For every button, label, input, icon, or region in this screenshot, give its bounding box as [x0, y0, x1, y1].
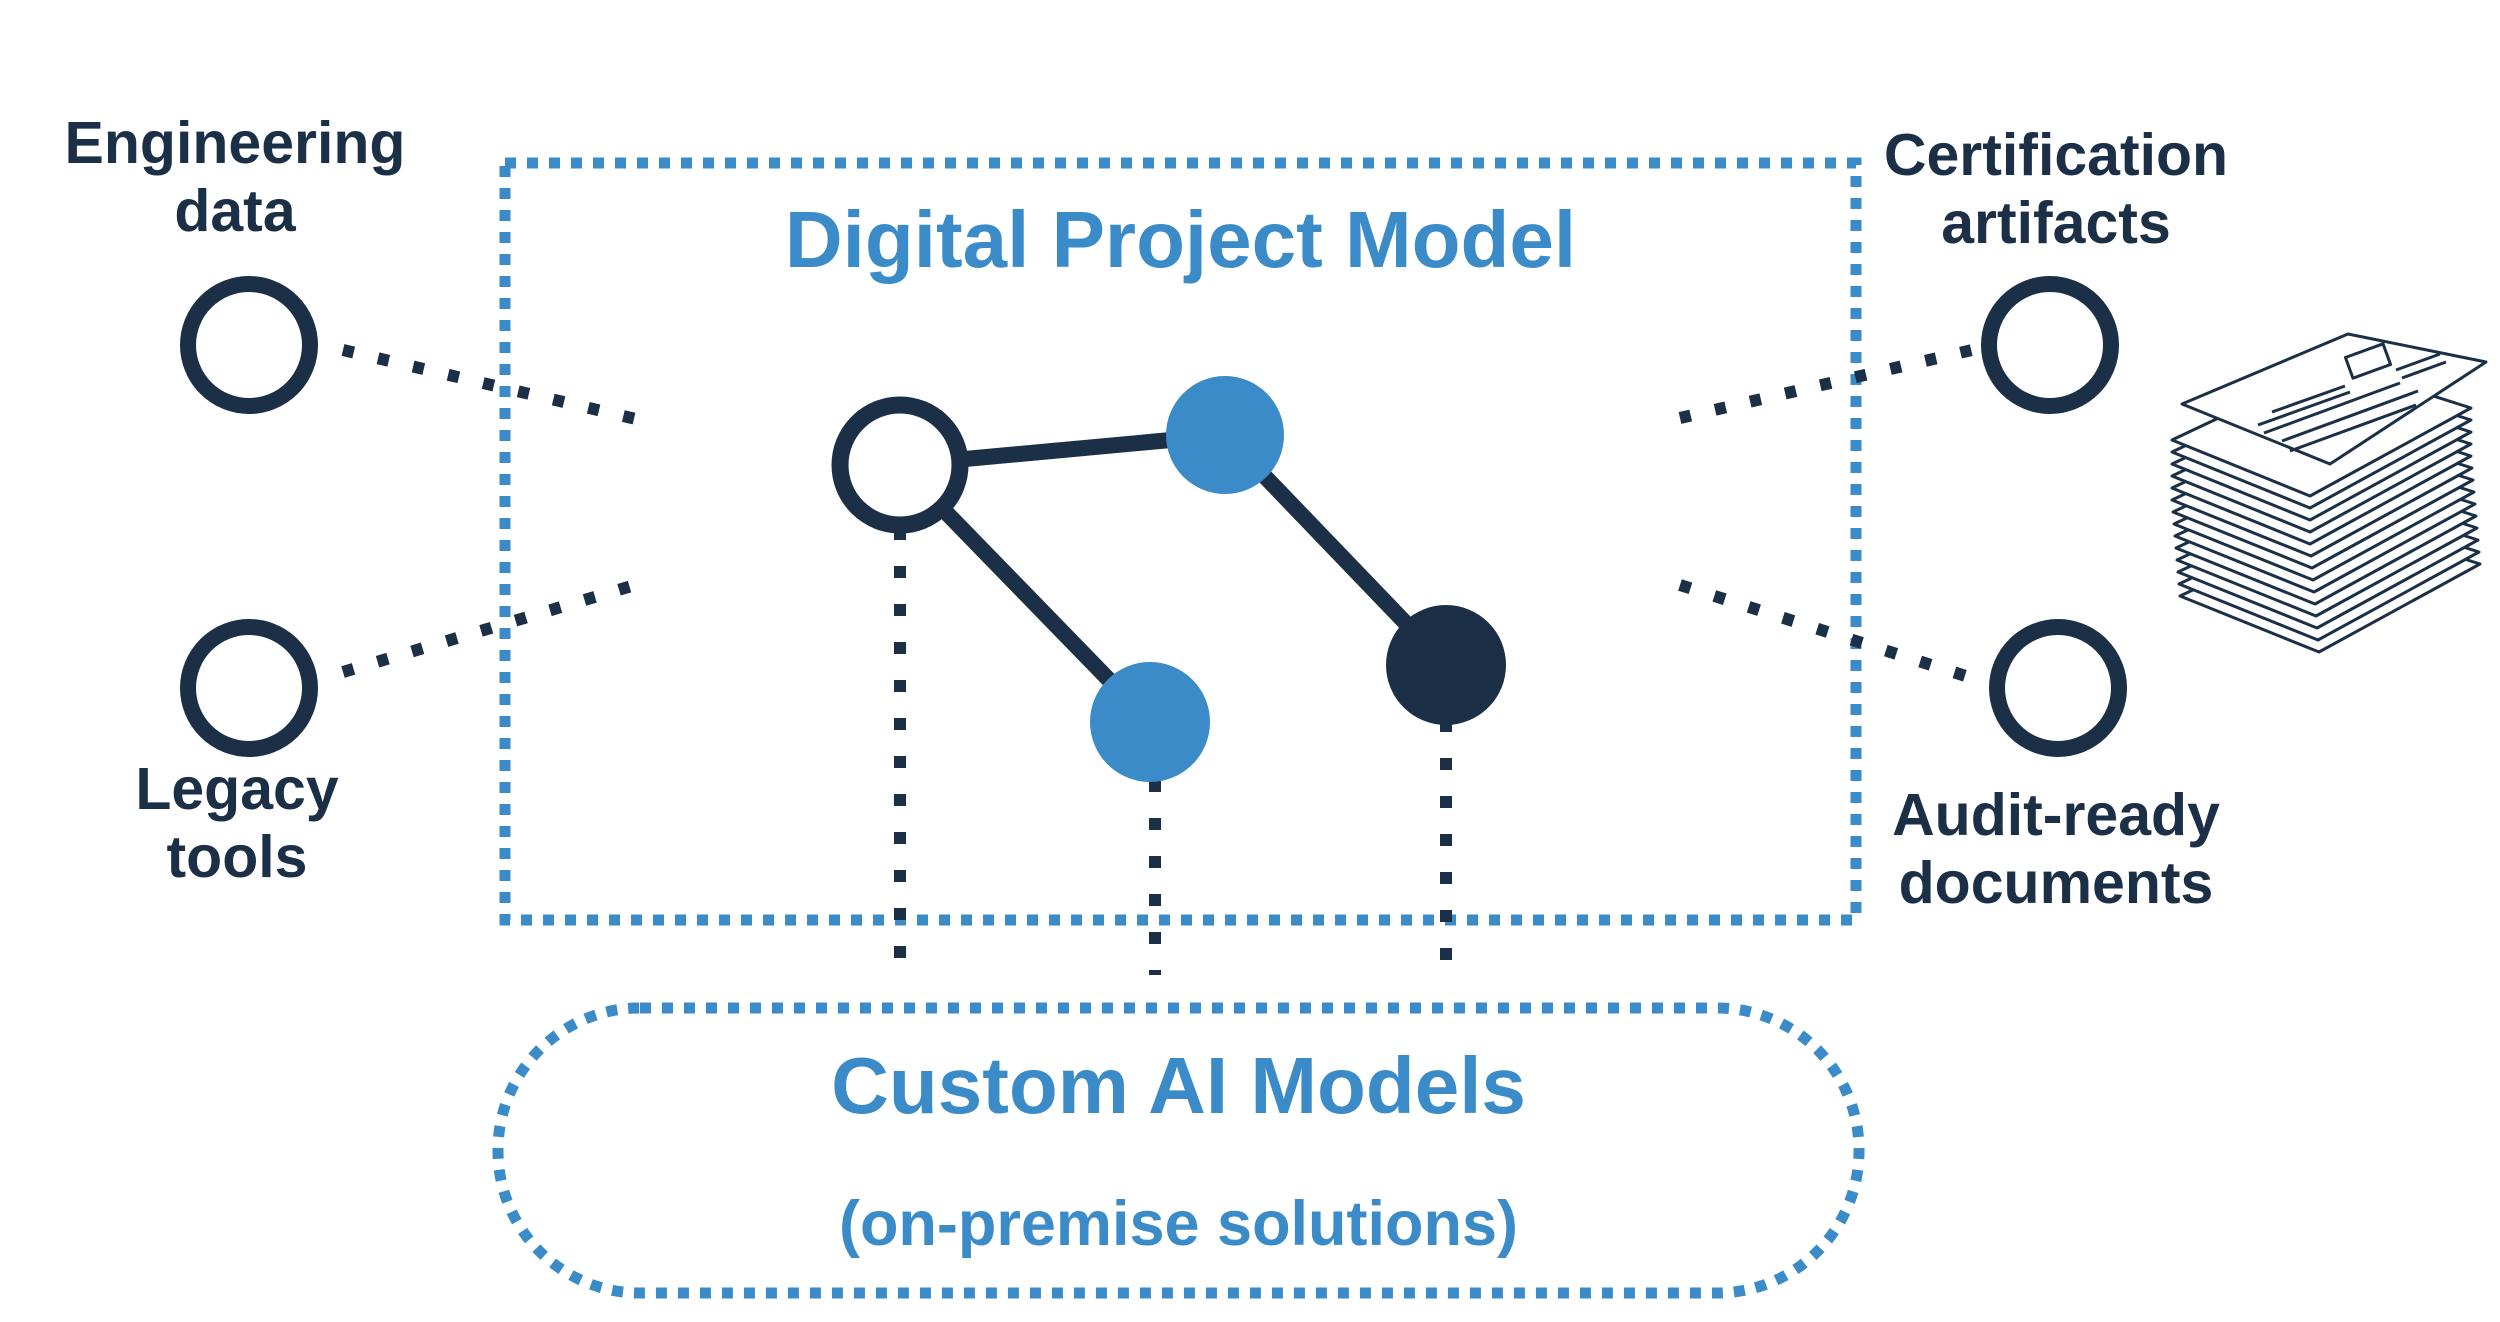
document-stack-icon — [2170, 332, 2488, 654]
engineering-connector — [341, 344, 642, 426]
legacy-tools-label: Legacy tools — [135, 756, 339, 890]
engineering-data-label: Engineering data — [64, 110, 406, 244]
project-model-title: Digital Project Model — [784, 195, 1577, 284]
certification-ring — [1981, 276, 2119, 414]
legacy-connector — [341, 579, 637, 678]
graph-node-blue-top — [1166, 376, 1284, 494]
certification-connector — [1678, 344, 1974, 424]
audit-connector — [1678, 579, 1974, 684]
graph-node-dark — [1386, 605, 1506, 725]
ai-models-frame — [492, 1002, 1865, 1299]
ai-models-subtitle: (on-premise solutions) — [838, 1189, 1519, 1259]
certification-artifacts-label: Certification artifacts — [1883, 122, 2229, 256]
audit-ring — [1989, 619, 2127, 757]
audit-ready-documents-label: Audit-ready documents — [1892, 782, 2220, 916]
ai-models-title: Custom AI Models — [831, 1041, 1526, 1130]
legacy-ring — [180, 619, 318, 757]
project-model-frame — [499, 157, 1862, 926]
graph-node-hollow — [831, 396, 969, 534]
graph-node-blue-bottom — [1090, 662, 1210, 782]
engineering-ring — [180, 276, 318, 414]
